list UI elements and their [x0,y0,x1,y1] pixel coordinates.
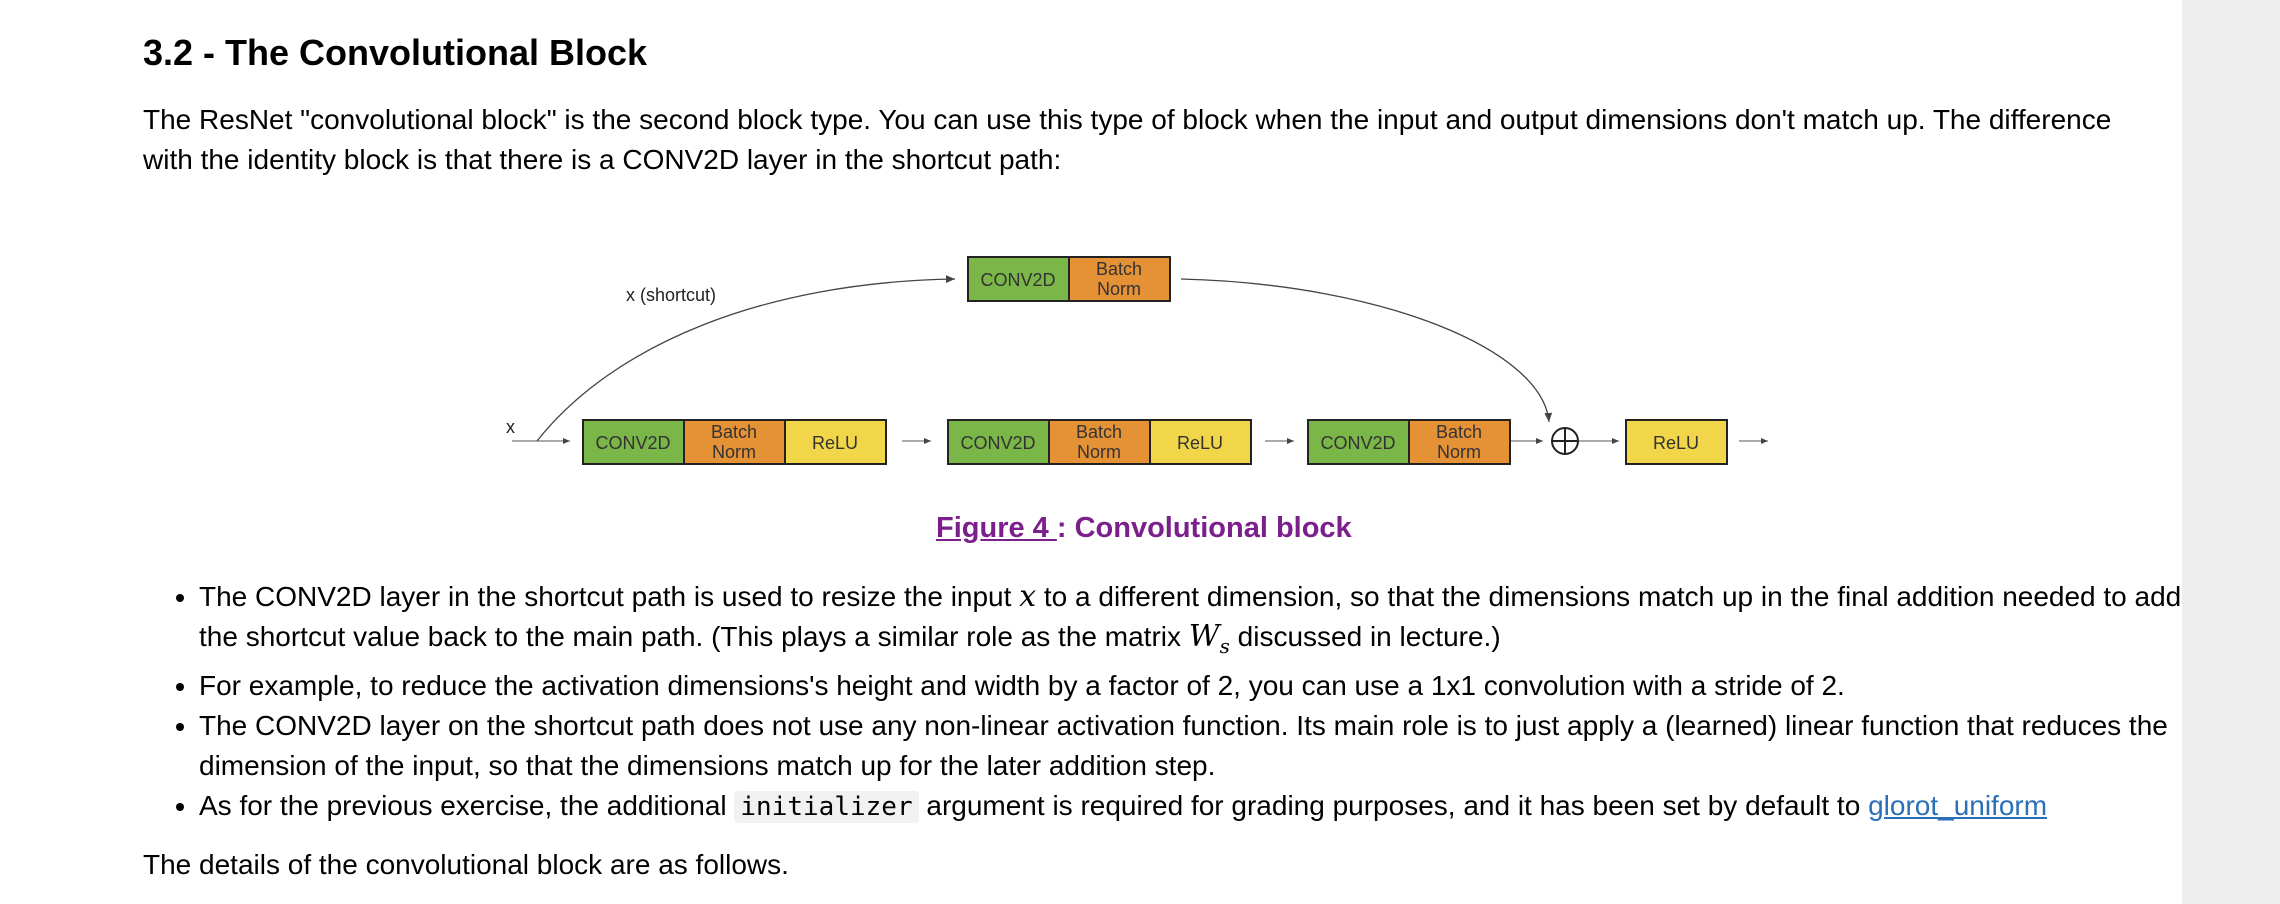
shortcut-curve-out [1180,278,1553,423]
svg-text:CONV2D: CONV2D [980,270,1055,290]
input-x-label: x [506,417,515,437]
svg-text:ReLU: ReLU [1177,433,1223,453]
svg-text:CONV2D: CONV2D [1320,433,1395,453]
intro-paragraph: The ResNet "convolutional block" is the … [143,104,2112,175]
details-paragraph: The details of the convolutional block a… [143,849,789,880]
svg-text:ReLU: ReLU [812,433,858,453]
add-icon [1551,427,1579,455]
shortcut-batchnorm-block: Batch Norm [1068,256,1171,302]
svg-text:ReLU: ReLU [1653,433,1699,453]
glorot-uniform-link[interactable]: glorot_uniform [1868,790,2048,821]
svg-text:Norm: Norm [1077,442,1121,462]
main-batchnorm-block-3: Batch Norm [1408,419,1511,465]
section-heading: 3.2 - The Convolutional Block [143,32,648,73]
svg-text:Norm: Norm [1437,442,1481,462]
main-conv-block-3: CONV2D [1307,419,1410,465]
main-conv-block-2: CONV2D [947,419,1050,465]
shortcut-label: x (shortcut) [626,285,716,305]
svg-text:CONV2D: CONV2D [595,433,670,453]
figure-caption: Figure 4 : Convolutional block [936,512,1352,545]
figure-caption-link[interactable]: Figure 4 [936,512,1057,544]
svg-text:Batch: Batch [711,422,757,442]
inline-code-initializer: initializer [734,791,919,823]
math-matrix-ws: Ws [1188,619,1230,658]
list-item: For example, to reduce the activation di… [199,666,2199,706]
figure-caption-text: : Convolutional block [1056,512,1352,544]
main-relu-block-2: ReLU [1149,419,1252,465]
list-item: The CONV2D layer in the shortcut path is… [199,577,2199,666]
math-var-x: x [1019,579,1037,614]
svg-text:CONV2D: CONV2D [960,433,1035,453]
shortcut-conv-block: CONV2D [967,256,1070,302]
main-relu-block-1: ReLU [784,419,887,465]
explanation-list: The CONV2D layer in the shortcut path is… [143,577,2199,827]
convolutional-block-diagram: x x (shortcut) CONV2D Batch Norm CONV2D … [506,256,1768,465]
right-gutter [2182,0,2280,904]
list-item: As for the previous exercise, the additi… [199,786,2199,827]
final-relu-block: ReLU [1625,419,1728,465]
svg-text:Batch: Batch [1436,422,1482,442]
svg-text:Norm: Norm [712,442,756,462]
shortcut-curve-in [536,275,956,442]
main-batchnorm-block-1: Batch Norm [683,419,786,465]
main-conv-block-1: CONV2D [582,419,685,465]
svg-text:Norm: Norm [1097,279,1141,299]
list-item: The CONV2D layer on the shortcut path do… [199,706,2199,786]
main-batchnorm-block-2: Batch Norm [1048,419,1151,465]
svg-text:Batch: Batch [1076,422,1122,442]
svg-text:Batch: Batch [1096,259,1142,279]
